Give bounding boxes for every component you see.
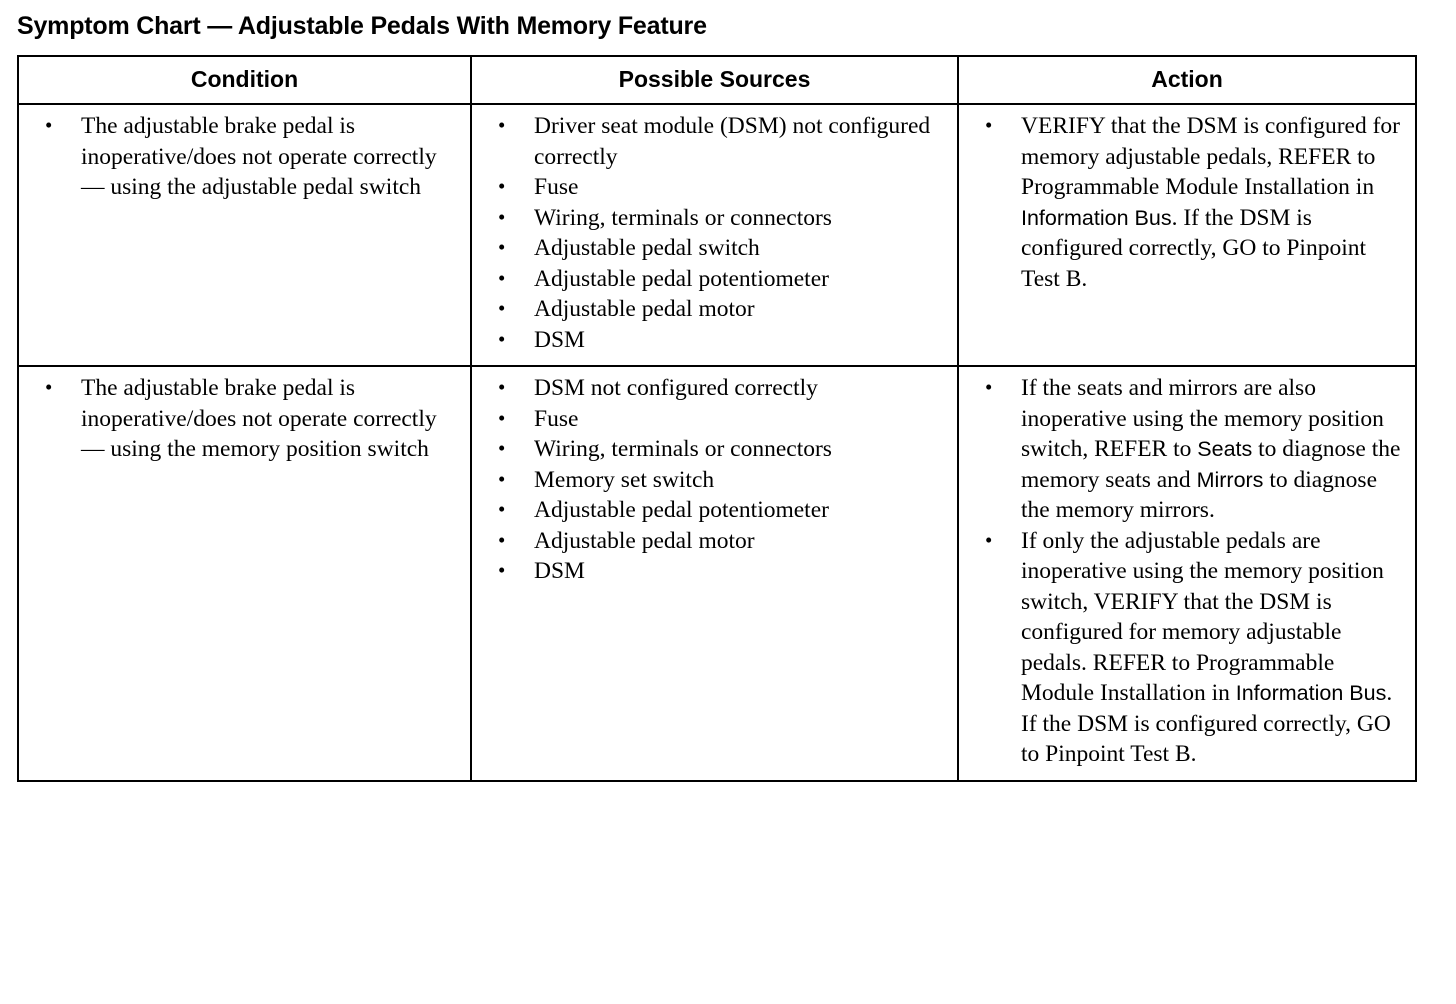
table-body: The adjustable brake pedal is inoperativ… xyxy=(17,103,1417,782)
list-item: DSM xyxy=(480,555,949,587)
list-item: If only the adjustable pedals are inoper… xyxy=(967,525,1407,770)
list-item: Fuse xyxy=(480,171,949,203)
text-run: If the seats and mirrors are also inoper… xyxy=(1021,375,1384,462)
list-item: Memory set switch xyxy=(480,464,949,496)
action-list: VERIFY that the DSM is configured for me… xyxy=(967,110,1407,294)
table-header-row: Condition Possible Sources Action xyxy=(17,55,1417,105)
list-item: Fuse xyxy=(480,403,949,435)
cross-reference-link[interactable]: Mirrors xyxy=(1196,467,1264,492)
list-item: VERIFY that the DSM is configured for me… xyxy=(967,110,1407,294)
list-item: Adjustable pedal potentiometer xyxy=(480,263,949,295)
list-item: DSM xyxy=(480,324,949,356)
possible-sources-list: DSM not configured correctlyFuseWiring, … xyxy=(480,372,949,587)
cross-reference-link[interactable]: Seats xyxy=(1197,437,1253,461)
cross-reference-link[interactable]: Information Bus xyxy=(1021,205,1172,230)
column-header-condition: Condition xyxy=(17,55,472,105)
list-item: Adjustable pedal switch xyxy=(480,232,949,264)
cell-action: VERIFY that the DSM is configured for me… xyxy=(957,103,1417,367)
text-run: If only the adjustable pedals are inoper… xyxy=(1021,527,1384,707)
table-row: The adjustable brake pedal is inoperativ… xyxy=(17,103,1417,367)
list-item: Wiring, terminals or connectors xyxy=(480,433,949,465)
list-item: Driver seat module (DSM) not configured … xyxy=(480,110,949,172)
text-run: to diagnose the memory seats and xyxy=(1021,436,1401,493)
list-item: The adjustable brake pedal is inoperativ… xyxy=(27,110,462,203)
column-header-possible-sources: Possible Sources xyxy=(470,55,959,105)
cell-condition: The adjustable brake pedal is inoperativ… xyxy=(17,365,472,782)
text-run: . If the DSM is configured correctly, GO… xyxy=(1021,680,1393,767)
column-header-action: Action xyxy=(957,55,1417,105)
text-run: . If the DSM is configured correctly, GO… xyxy=(1021,204,1367,292)
table-row: The adjustable brake pedal is inoperativ… xyxy=(17,365,1417,782)
symptom-chart-table: Condition Possible Sources Action The ad… xyxy=(17,55,1417,782)
cell-possible-sources: Driver seat module (DSM) not configured … xyxy=(470,103,959,367)
possible-sources-list: Driver seat module (DSM) not configured … xyxy=(480,110,949,356)
list-item: Adjustable pedal potentiometer xyxy=(480,494,949,526)
text-run: VERIFY that the DSM is configured for me… xyxy=(1021,113,1400,200)
cell-action: If the seats and mirrors are also inoper… xyxy=(957,365,1417,782)
table-header: Condition Possible Sources Action xyxy=(17,55,1417,105)
cell-condition: The adjustable brake pedal is inoperativ… xyxy=(17,103,472,367)
condition-list: The adjustable brake pedal is inoperativ… xyxy=(27,110,462,203)
cross-reference-link[interactable]: Information Bus xyxy=(1235,681,1387,705)
list-item: If the seats and mirrors are also inoper… xyxy=(967,372,1407,526)
condition-list: The adjustable brake pedal is inoperativ… xyxy=(27,372,462,465)
list-item: Wiring, terminals or connectors xyxy=(480,202,949,234)
cell-possible-sources: DSM not configured correctlyFuseWiring, … xyxy=(470,365,959,782)
list-item: DSM not configured correctly xyxy=(480,372,949,404)
text-run: to diagnose the memory mirrors. xyxy=(1021,466,1378,524)
list-item: The adjustable brake pedal is inoperativ… xyxy=(27,372,462,465)
page-title: Symptom Chart — Adjustable Pedals With M… xyxy=(17,12,707,40)
action-list: If the seats and mirrors are also inoper… xyxy=(967,372,1407,770)
list-item: Adjustable pedal motor xyxy=(480,525,949,557)
list-item: Adjustable pedal motor xyxy=(480,293,949,325)
